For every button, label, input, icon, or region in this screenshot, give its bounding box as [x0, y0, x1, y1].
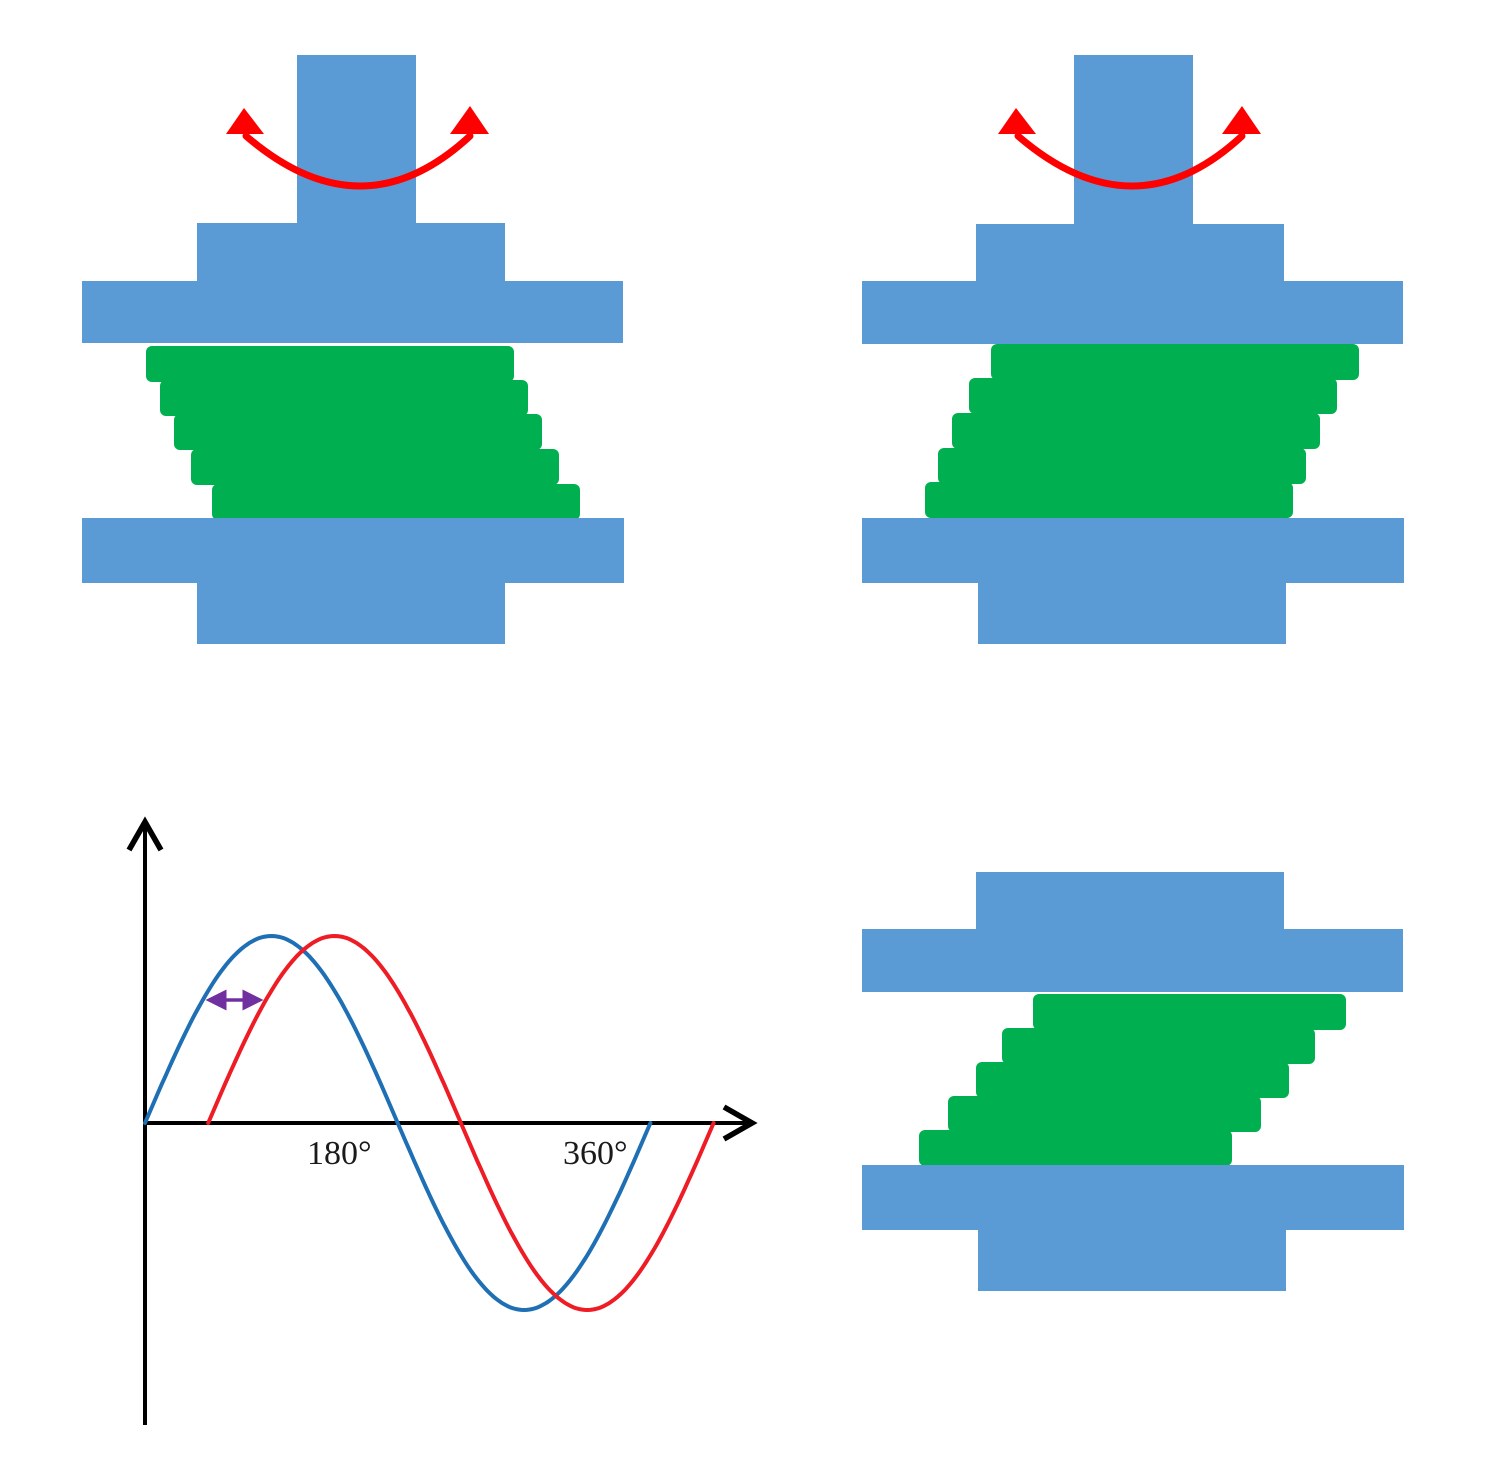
sheared-sample — [919, 994, 1346, 1166]
lower-plate — [862, 1165, 1404, 1230]
sample-layer — [191, 449, 559, 485]
sample-layer — [1002, 1028, 1315, 1064]
rheometer-panel-left-shear — [82, 55, 624, 644]
wave-series-blue — [143, 934, 653, 1312]
sample-layer — [174, 414, 542, 450]
rotation-arrow-icon — [226, 106, 489, 190]
series-layer — [143, 934, 716, 1312]
x-tick-label-180: 180° — [307, 1135, 372, 1172]
upper-plate-hub — [976, 224, 1284, 286]
shaft — [1074, 55, 1193, 230]
upper-plate — [862, 281, 1403, 344]
sample-layer — [938, 448, 1306, 484]
lower-plate — [82, 518, 624, 583]
rotation-arrow-icon — [998, 106, 1261, 190]
upper-plate — [82, 281, 623, 343]
upper-plate-hub — [976, 872, 1284, 932]
rheometer-panel-right-shear — [862, 55, 1404, 644]
x-tick-label-360: 360° — [563, 1135, 628, 1172]
sample-layer — [991, 344, 1359, 380]
sheared-sample — [925, 344, 1359, 518]
sheared-sample — [146, 346, 580, 520]
sample-layer — [948, 1096, 1261, 1132]
sample-layer — [160, 380, 528, 416]
upper-plate — [862, 929, 1403, 992]
sample-layer — [969, 378, 1337, 414]
sample-layer — [1033, 994, 1346, 1030]
sample-layer — [212, 484, 580, 520]
sample-layer — [925, 482, 1293, 518]
lower-plate-base — [978, 580, 1286, 644]
lower-plate-base — [197, 580, 505, 644]
shaft — [297, 55, 416, 230]
sample-layer — [146, 346, 514, 382]
sample-layer — [919, 1130, 1232, 1166]
lower-plate — [862, 518, 1404, 583]
sample-layer — [952, 413, 1320, 449]
phase-lag-chart: 180° 360° — [126, 816, 758, 1425]
wave-series-red — [206, 934, 716, 1312]
lower-plate-base — [978, 1227, 1286, 1291]
plates-panel-bottom-right — [862, 872, 1404, 1291]
sample-layer — [976, 1062, 1289, 1098]
upper-plate-hub — [197, 223, 505, 285]
